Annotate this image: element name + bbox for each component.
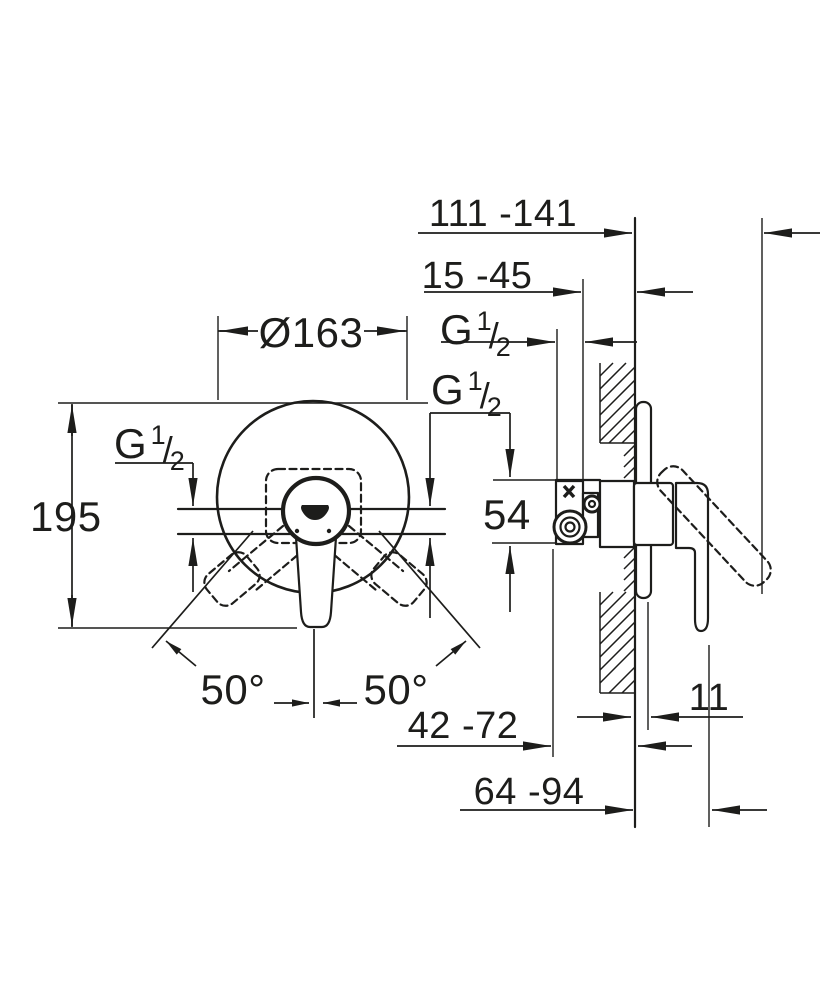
dim-angle-left-label: 50°	[200, 666, 265, 713]
thread-g: G	[440, 306, 473, 353]
angle-arrow-right	[435, 640, 467, 667]
dim-angle-right-label: 50°	[363, 666, 428, 713]
marker-x-icon	[562, 484, 576, 499]
dim-plate-diameter-label: Ø163	[259, 309, 364, 356]
thread-g: G	[431, 366, 464, 413]
dimension-labels: 111 -141 15 -45 Ø163 195 54 50° 50° 42 -…	[30, 193, 729, 813]
flange-dashed-outline	[264, 467, 363, 545]
thread-num: 1	[468, 366, 483, 396]
cartridge-through-plate	[632, 481, 675, 547]
lever-dashed-edges	[227, 524, 405, 592]
thread-slash: /	[489, 315, 499, 356]
lever-handle	[294, 535, 338, 629]
thread-den: 2	[170, 446, 185, 476]
wall-hatch-upper	[599, 362, 636, 479]
thread-slash: /	[163, 429, 173, 470]
lever-grip-dashed-left	[203, 551, 261, 607]
side-lever-handle	[674, 481, 710, 633]
angle-arrow-left	[165, 640, 197, 667]
thread-num: 1	[151, 420, 166, 450]
lever-grip-dashed-right	[370, 551, 428, 607]
lever-hole	[301, 505, 329, 520]
cartridge-housing	[598, 479, 636, 549]
union-nut-inner	[564, 521, 576, 533]
wall-hatch-lower	[599, 546, 636, 694]
dim-handle-depth-min-label: 42 -72	[408, 705, 519, 747]
dim-depth-total-label: 111 -141	[429, 193, 577, 235]
screw-dot-right	[326, 528, 332, 534]
extension-lines	[58, 218, 763, 827]
dim-recess-depth-label: 15 -45	[422, 255, 533, 297]
thread-den: 2	[487, 392, 502, 422]
stop-screw-inner	[587, 499, 597, 509]
side-lever-dashed	[656, 465, 772, 587]
dim-handle-depth-max-label: 64 -94	[474, 771, 585, 813]
dim-plate-thickness-label: 11	[689, 677, 729, 719]
dim-total-height-label: 195	[30, 493, 102, 540]
screw-dot-left	[294, 528, 300, 534]
thread-den: 2	[496, 332, 511, 362]
thread-slash: /	[480, 375, 490, 416]
thread-num: 1	[477, 306, 492, 336]
side-view	[552, 216, 772, 829]
dimension-lines	[67, 228, 820, 815]
thread-g: G	[114, 420, 147, 467]
dim-center-height-label: 54	[483, 491, 531, 538]
front-view	[151, 399, 481, 718]
